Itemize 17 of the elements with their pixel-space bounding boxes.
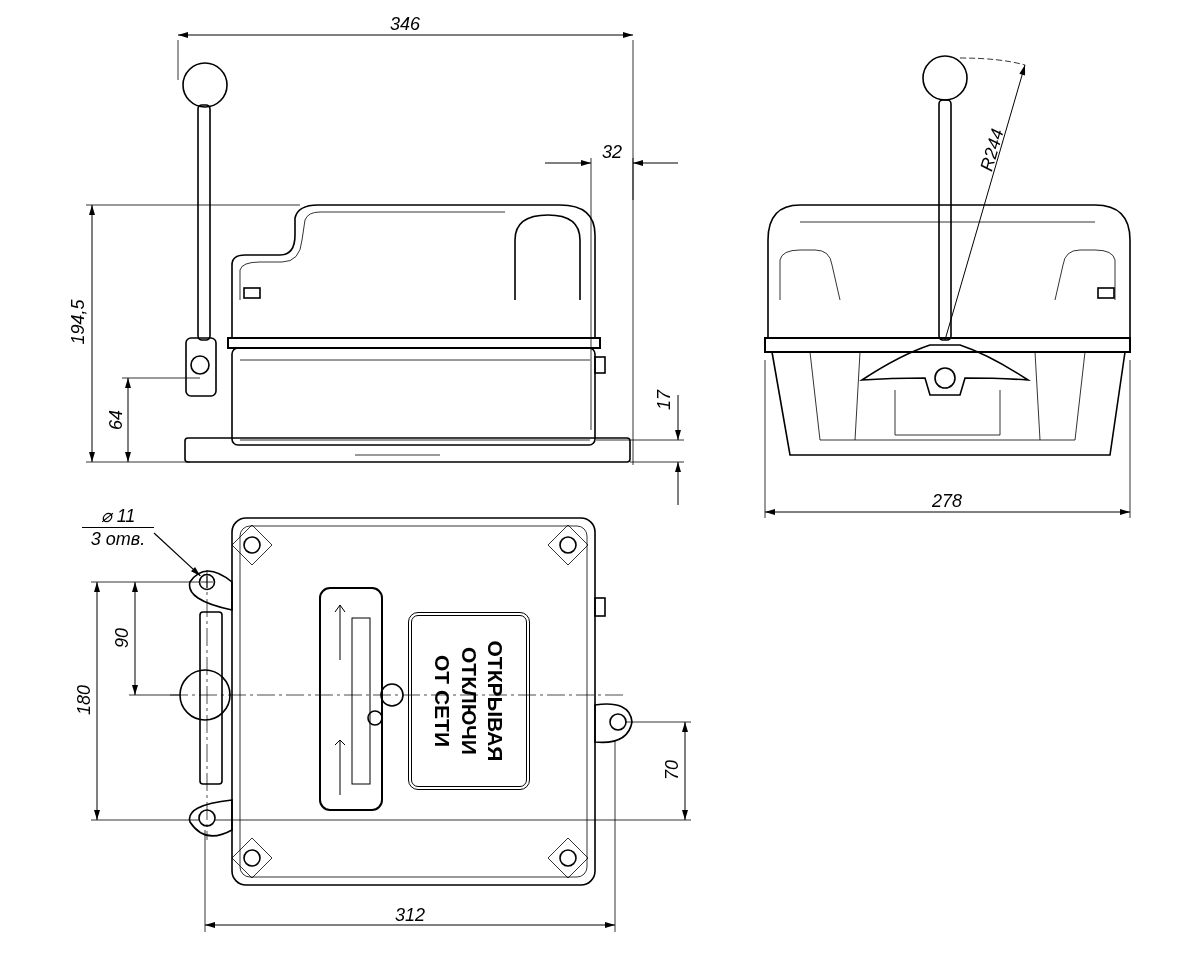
dimension-value: 346 [390, 15, 420, 33]
dimension-value: 70 [663, 760, 681, 780]
leader-line [153, 532, 201, 577]
hole-diameter: ⌀ 11 [82, 505, 154, 528]
warning-plate [408, 612, 530, 790]
mounting-hole [198, 573, 216, 591]
dimension-value: R244 [977, 126, 1007, 174]
dimension-value: 194,5 [69, 299, 87, 345]
dimension-value: 312 [395, 906, 425, 924]
dimension-value: 64 [107, 410, 125, 430]
dimension-value: 17 [655, 390, 673, 410]
dimension-value: 278 [932, 492, 962, 510]
dimension-value: 180 [75, 685, 93, 715]
warning-text: ОТКРЫВАЯ ОТКЛЮЧИ ОТ СЕТИ [430, 639, 509, 764]
dimension-value: 32 [602, 143, 622, 161]
dimension-value: 90 [113, 628, 131, 648]
hole-count: 3 отв. [89, 528, 147, 550]
